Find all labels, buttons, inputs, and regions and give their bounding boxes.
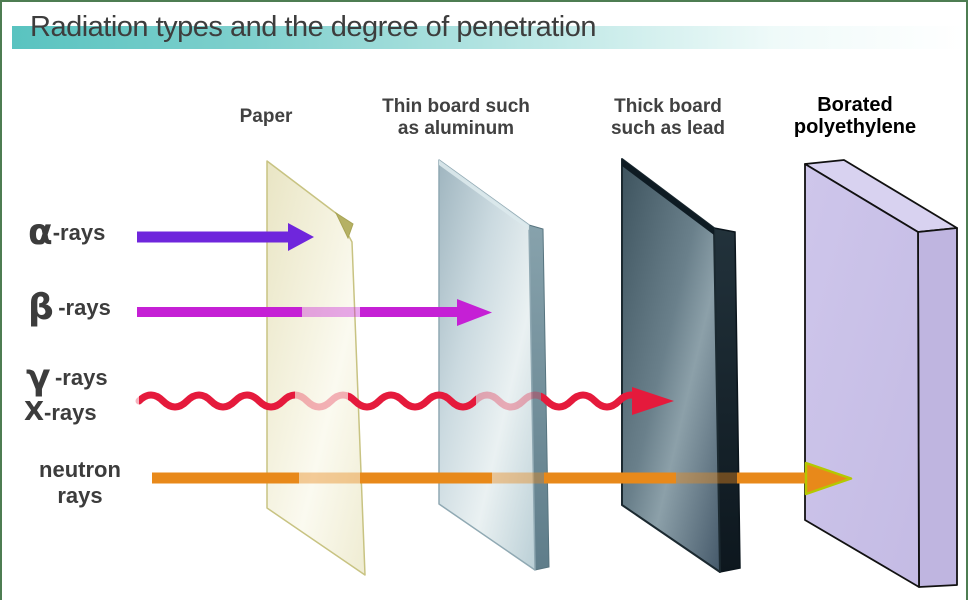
neutron-ray-arrow: [152, 461, 853, 496]
gamma-wave-solid: [139, 391, 634, 411]
beta-ray-label: β -rays: [28, 287, 111, 328]
borated-polyethylene-board: [804, 159, 958, 588]
gamma-ray-label: γ -rays: [26, 357, 108, 398]
gamma-xray-arrow: [135, 387, 674, 415]
gamma-symbol: γ: [26, 357, 51, 398]
aluminum-board: [438, 159, 550, 571]
alpha-ray-arrow: [137, 223, 314, 251]
page-title: Radiation types and the degree of penetr…: [30, 11, 596, 43]
x-symbol: X: [24, 397, 45, 427]
header-borated-polyethylene: Borated polyethylene: [793, 94, 917, 138]
lead-top-bevel: [622, 159, 714, 235]
aluminum-top-bevel: [439, 160, 529, 230]
beta-faded-segment: [302, 307, 360, 317]
header-lead: Thick board such as lead: [610, 96, 726, 139]
gamma-arrowhead: [632, 387, 674, 415]
lead-board: [621, 158, 741, 573]
beta-ray-arrow: [137, 299, 492, 326]
title-band: [12, 26, 966, 49]
paper-fold-corner: [334, 211, 354, 240]
beta-symbol: β: [28, 287, 54, 328]
neutron-faded-segments: [299, 472, 737, 484]
poly-front-face: [804, 163, 920, 588]
alpha-symbol: α: [28, 212, 53, 253]
neutron-arrowhead: [804, 461, 853, 496]
header-aluminum: Thin board such as aluminum: [382, 96, 530, 139]
header-paper: Paper: [239, 106, 293, 127]
x-ray-label: X-rays: [24, 397, 97, 427]
poly-side-face: [917, 227, 958, 588]
neutron-ray-label: neutron rays: [39, 457, 121, 508]
alpha-ray-label: α-rays: [28, 212, 106, 253]
paper-sheet: [266, 160, 366, 576]
